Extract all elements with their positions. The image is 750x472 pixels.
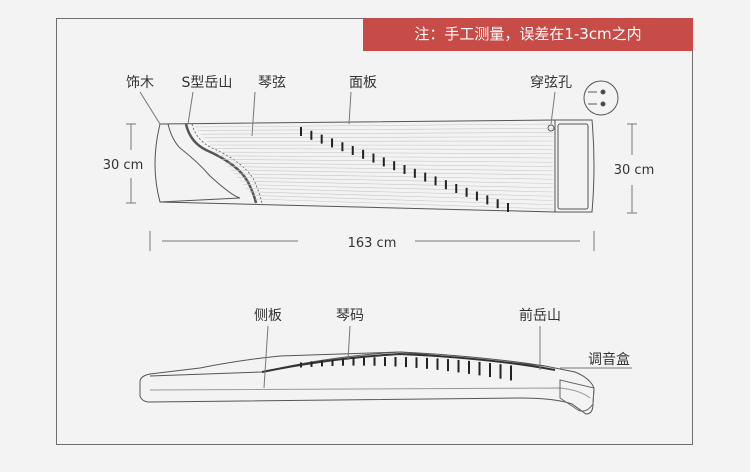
string-line — [218, 155, 554, 159]
side-bridge-mark — [352, 358, 355, 366]
s-bridge-curve — [184, 123, 258, 204]
bridge-mark — [434, 176, 437, 186]
bridge-mark — [372, 153, 375, 163]
side-view-bridges — [300, 357, 512, 381]
side-bridge-mark — [468, 360, 470, 374]
side-bridge-mark — [394, 357, 397, 367]
string-line — [215, 151, 554, 155]
side-bridge-mark — [457, 359, 460, 373]
top-view-bridges — [300, 127, 509, 212]
bridge-mark — [362, 149, 365, 159]
label-soundboard: 面板 — [349, 75, 377, 91]
side-bridge-mark — [373, 357, 376, 366]
string-holes-zoom-circle — [583, 80, 619, 116]
label-decorative-wood: 饰木 — [126, 75, 154, 91]
bridge-mark — [424, 172, 427, 182]
side-bridge-mark — [436, 358, 439, 370]
bridge-mark — [393, 161, 396, 171]
side-bridge-mark — [310, 361, 313, 367]
side-bridge-mark — [363, 357, 365, 366]
string-line — [200, 132, 554, 135]
label-bridges: 琴码 — [336, 308, 364, 324]
label-side-board: 侧板 — [254, 308, 282, 324]
guzheng-body-outline — [154, 119, 595, 213]
bridge-mark — [310, 130, 313, 140]
decorative-wood-block — [159, 123, 241, 203]
side-bridge-mark — [415, 357, 418, 368]
string-line — [233, 173, 554, 180]
string-line — [203, 136, 554, 139]
top-view-strings — [194, 123, 554, 210]
side-bridge-mark — [342, 358, 344, 366]
bridge-mark — [413, 168, 416, 178]
string-line — [221, 159, 554, 163]
bridge-mark — [475, 191, 478, 201]
bridge-mark — [300, 127, 302, 136]
bridge-mark — [486, 195, 489, 205]
side-bridge-mark — [321, 360, 323, 367]
string-line — [236, 177, 554, 184]
side-bridge-mark — [300, 362, 302, 368]
tail-panel — [557, 123, 589, 210]
label-s-bridge: S型岳山 — [182, 75, 233, 91]
string-line — [230, 169, 554, 176]
bridge-mark — [403, 165, 406, 174]
bridge-mark — [496, 199, 499, 209]
bridge-mark — [444, 180, 447, 190]
side-bridge-mark — [447, 359, 449, 372]
side-board-line — [149, 351, 546, 377]
string-line — [227, 166, 554, 172]
string-line — [245, 187, 554, 197]
dim-left-width: 30 cm — [103, 158, 144, 173]
side-bridge-mark — [426, 357, 428, 369]
side-bridge-mark — [405, 357, 407, 368]
bridge-mark — [331, 138, 334, 148]
side-bridge-mark — [331, 359, 334, 366]
bridge-mark — [341, 142, 344, 152]
top-view — [126, 80, 637, 251]
tuning-box-shape — [559, 379, 595, 412]
side-view — [139, 325, 632, 415]
string-line — [212, 148, 554, 150]
string-line — [254, 198, 554, 210]
string-line — [251, 195, 554, 206]
bridge-mark — [465, 187, 468, 197]
side-bridge-mark — [384, 357, 386, 367]
side-bridge-mark — [478, 361, 481, 376]
string-line — [194, 123, 554, 128]
side-bridge-mark — [489, 363, 491, 378]
side-body-outline — [139, 351, 595, 415]
bridge-mark — [382, 157, 385, 167]
string-line — [224, 162, 554, 167]
string-line — [239, 180, 554, 189]
side-bridge-mark — [510, 365, 512, 381]
dim-right-width: 30 cm — [614, 163, 655, 178]
label-strings: 琴弦 — [258, 75, 286, 91]
string-line — [197, 127, 554, 131]
measurement-note-banner: 注：手工测量，误差在1-3cm之内 — [363, 18, 693, 51]
string-line — [248, 191, 554, 201]
dim-length: 163 cm — [348, 236, 397, 251]
label-tuning-box: 调音盒 — [588, 351, 630, 368]
label-string-holes: 穿弦孔 — [530, 75, 572, 91]
label-front-bridge: 前岳山 — [519, 307, 561, 324]
bridge-mark — [320, 134, 323, 144]
bridge-mark — [455, 184, 458, 193]
string-line — [242, 184, 554, 193]
bridge-mark — [507, 203, 509, 212]
side-bridge-mark — [499, 364, 502, 379]
bridge-mark — [351, 146, 354, 155]
soundboard-arc — [261, 352, 556, 373]
